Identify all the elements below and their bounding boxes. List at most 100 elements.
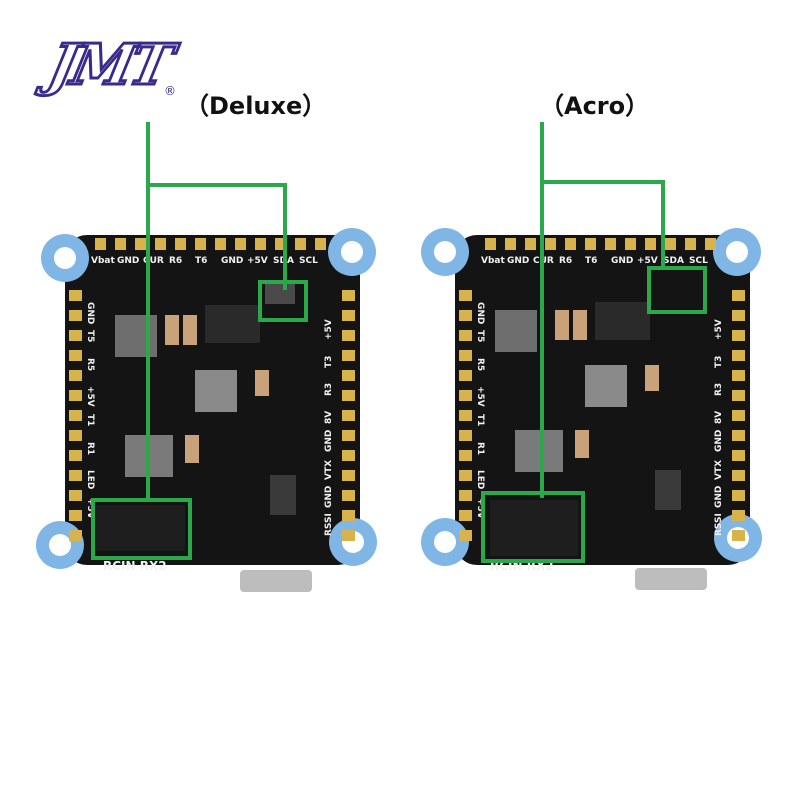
pin-label-top: Vbat (91, 256, 115, 266)
solder-pad (135, 238, 146, 250)
solder-pad (605, 238, 616, 250)
pin-label-top: GND (221, 256, 243, 266)
pin-label-top: Vbat (481, 256, 505, 266)
solder-pad (705, 238, 716, 250)
solder-pads (459, 238, 745, 541)
solder-pad (685, 238, 696, 250)
solder-pads (69, 238, 355, 541)
pin-label-left: +5V (475, 386, 485, 407)
solder-pad (732, 370, 745, 381)
solder-pad (342, 310, 355, 321)
pin-label-left: +5V (475, 498, 485, 519)
solder-pad (732, 430, 745, 441)
solder-pad (459, 330, 472, 341)
pin-label-right: 8V (714, 411, 724, 424)
chip (270, 475, 296, 515)
solder-pad (459, 290, 472, 301)
capacitor (255, 370, 269, 396)
pin-label-left: +5V (85, 498, 95, 519)
usb-port (635, 568, 707, 590)
usb-port (240, 570, 312, 592)
solder-pad (342, 450, 355, 461)
empty-footprint (490, 500, 578, 556)
pin-label-top: SCL (689, 256, 708, 266)
sensor-chip (265, 282, 295, 304)
pin-label-right: 8V (324, 411, 334, 424)
inductor (585, 365, 627, 407)
chip (205, 305, 260, 343)
solder-pad (155, 238, 166, 250)
pin-label-right: T3 (714, 356, 724, 368)
solder-pad (645, 238, 656, 250)
solder-pad (459, 370, 472, 381)
pin-label-top: GND (117, 256, 139, 266)
variant-label-deluxe: （Deluxe） (185, 92, 327, 120)
pin-label-top: CUR (143, 256, 164, 266)
pin-label-top: R6 (169, 256, 182, 266)
brand-logo: JMT ® (28, 31, 198, 112)
solder-pad (459, 310, 472, 321)
pin-label-top: T6 (195, 256, 207, 266)
solder-pad (115, 238, 126, 250)
solder-pad (459, 450, 472, 461)
solder-pad (732, 510, 745, 521)
pin-label-left: T5 (475, 330, 485, 342)
pin-label-top: T6 (585, 256, 597, 266)
solder-pad (565, 238, 576, 250)
solder-pad (545, 238, 556, 250)
standoff (421, 518, 469, 566)
pin-label-right: GND (324, 486, 334, 508)
pin-label-left: R5 (85, 358, 95, 371)
solder-pad (732, 470, 745, 481)
pin-label-left: T1 (85, 414, 95, 426)
pin-label-right: T3 (324, 356, 334, 368)
pin-label-left: LED (475, 470, 485, 489)
inductor (495, 310, 537, 352)
pin-label-right: GND (714, 486, 724, 508)
solder-pad (69, 510, 82, 521)
pin-label-right: R3 (324, 383, 334, 396)
pin-label-top: GND (507, 256, 529, 266)
solder-pad (275, 238, 286, 250)
solder-pad (69, 310, 82, 321)
solder-pad (342, 330, 355, 341)
solder-pad (69, 350, 82, 361)
pin-label-right: GND (714, 430, 724, 452)
solder-pad (732, 530, 745, 541)
standoff (41, 234, 89, 282)
pin-label-left: T1 (475, 414, 485, 426)
solder-pad (505, 238, 516, 250)
inductor (115, 315, 157, 357)
solder-pad (459, 490, 472, 501)
solder-pad (459, 350, 472, 361)
solder-pad (295, 238, 306, 250)
inductor (195, 370, 237, 412)
highlight-lines (91, 122, 308, 560)
capacitor (573, 310, 587, 340)
pin-label-top: +5V (247, 256, 268, 266)
solder-pad (235, 238, 246, 250)
standoff (328, 228, 376, 276)
pin-label-top: SDA (663, 256, 684, 266)
solder-pad (95, 238, 106, 250)
standoff (329, 518, 377, 566)
solder-pad (485, 238, 496, 250)
pin-label-top: R6 (559, 256, 572, 266)
pin-label-top: +5V (637, 256, 658, 266)
solder-pad (69, 490, 82, 501)
pin-label-left: T5 (85, 330, 95, 342)
pin-label-left: R1 (85, 442, 95, 455)
solder-pad (625, 238, 636, 250)
pin-label-top: SCL (299, 256, 318, 266)
solder-pad (342, 410, 355, 421)
pin-label-right: VTX (324, 460, 334, 480)
standoff (421, 228, 469, 276)
capacitor (183, 315, 197, 345)
solder-pad (69, 530, 82, 541)
solder-pad (69, 370, 82, 381)
solder-pad (459, 390, 472, 401)
solder-pad (69, 450, 82, 461)
